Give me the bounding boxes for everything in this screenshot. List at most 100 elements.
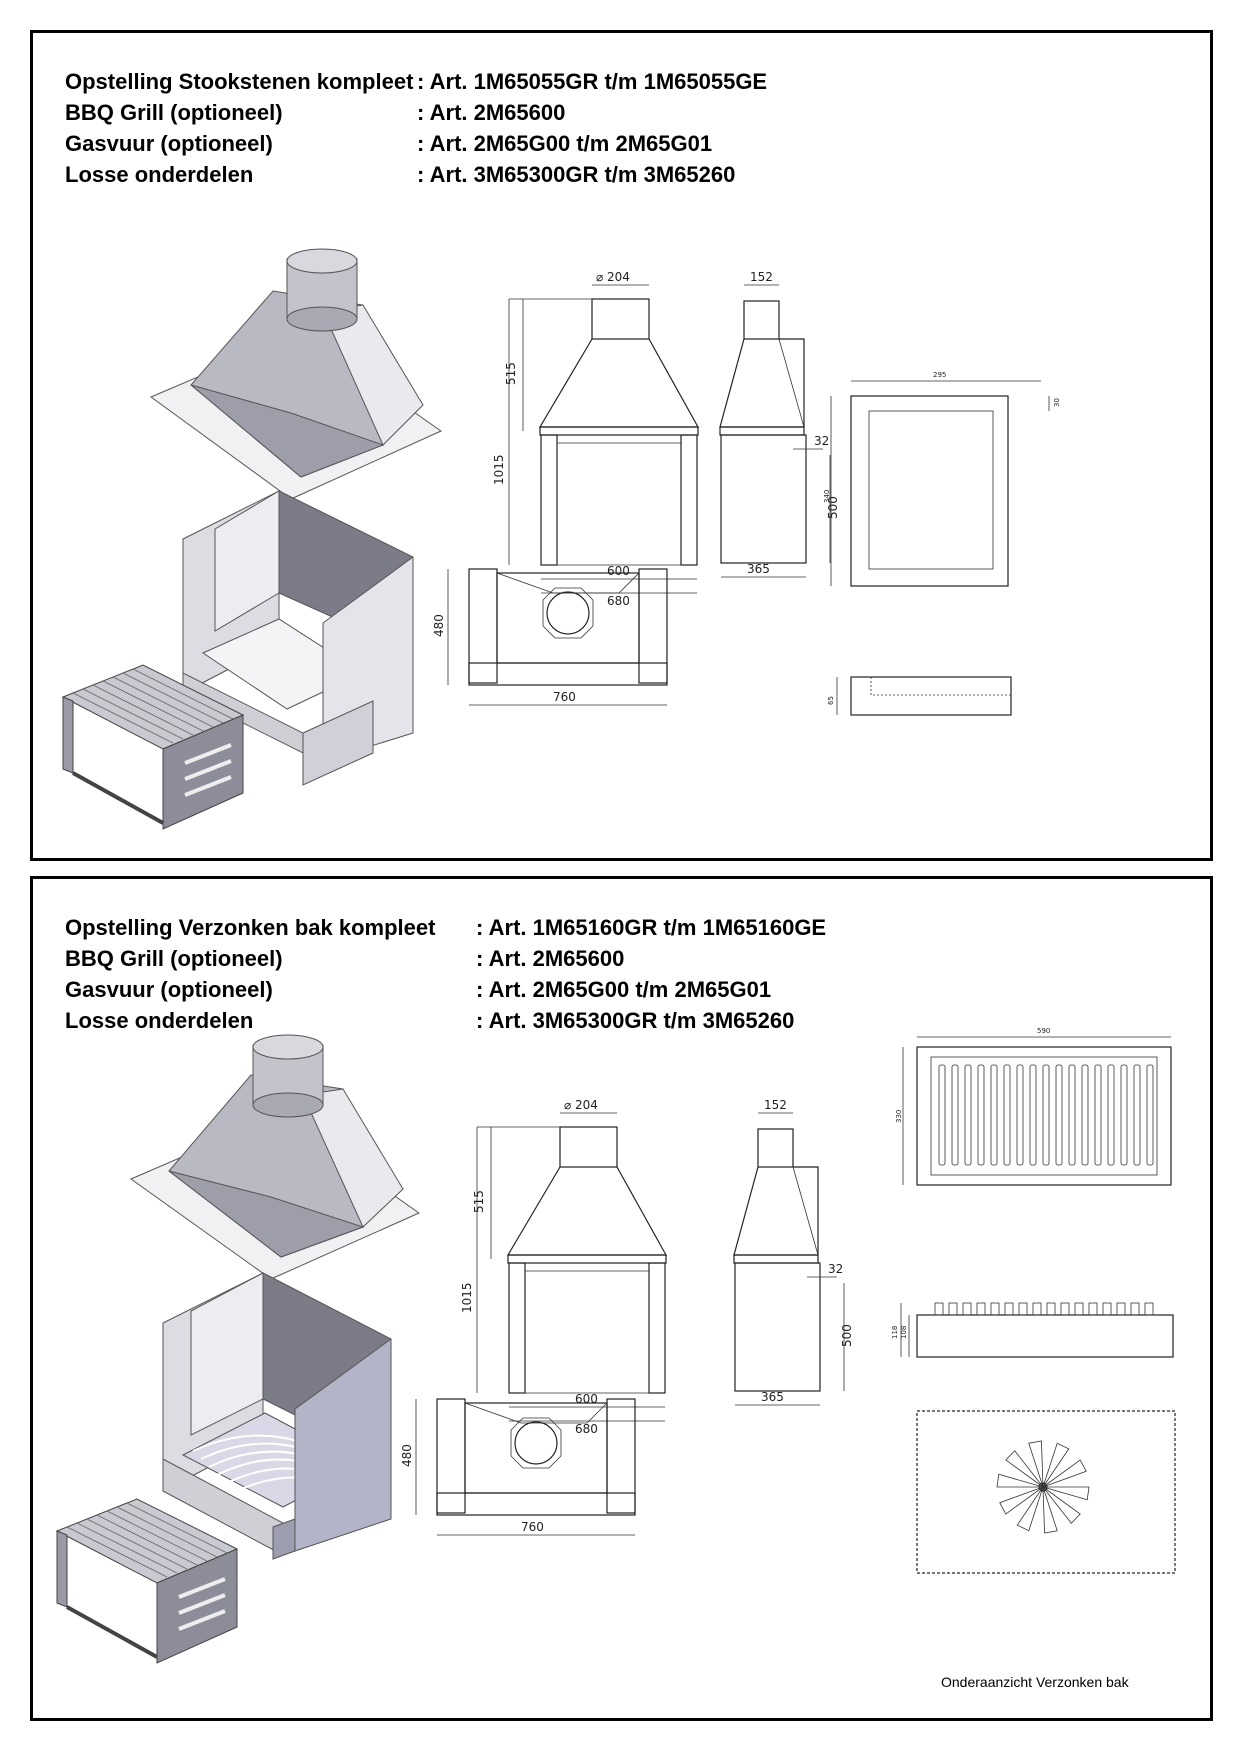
dim-outer-width: 680 xyxy=(607,594,630,608)
spec-row: Opstelling Stookstenen kompleet: Art. 1M… xyxy=(65,66,767,97)
spec-value: : Art. 2M65600 xyxy=(476,946,625,971)
dim-side-gap: 32 xyxy=(828,1262,843,1276)
spec-row: Losse onderdelen : Art. 3M65300GR t/m 3M6… xyxy=(65,159,767,190)
dim-grate-h2: 108 xyxy=(900,1326,908,1339)
dim-side-gap: 32 xyxy=(814,434,829,448)
grate-tooth xyxy=(962,1302,972,1316)
dim-outer-width: 680 xyxy=(575,1422,598,1436)
grate-tooth xyxy=(1144,1302,1154,1316)
vent-blade xyxy=(1042,1486,1090,1501)
spec-label: BBQ Grill (optioneel) xyxy=(65,100,283,125)
dim-base-width: 760 xyxy=(521,1520,544,1534)
dim-base-width: 760 xyxy=(553,690,576,704)
base-top-view-drawing xyxy=(415,1398,636,1536)
dim-tray-width: 295 xyxy=(933,371,946,379)
spec-value: : Art. 2M65G00 t/m 2M65G01 xyxy=(476,977,772,1002)
spec-label: Losse onderdelen xyxy=(65,162,254,187)
dim-base-depth: 480 xyxy=(400,1444,414,1467)
grate-tooth xyxy=(1032,1302,1042,1316)
dim-side-height: 500 xyxy=(840,1324,854,1347)
spec-row: BBQ Grill (optioneel) : Art. 2M65600 xyxy=(65,97,767,128)
panel-verzonken-bak: Opstelling Verzonken bak kompleet : Art. … xyxy=(30,876,1213,1721)
tray-side-view-drawing xyxy=(836,676,1012,716)
grate-tooth xyxy=(1102,1302,1112,1316)
tray-top-view-drawing xyxy=(830,380,1050,587)
grate-slot xyxy=(1055,1064,1063,1166)
front-view-drawing xyxy=(476,1112,668,1422)
spec-row: Gasvuur (optioneel): Art. 2M65G00 t/m 2M… xyxy=(65,974,826,1005)
bbq-grill-iso-illustration xyxy=(55,1498,239,1664)
grate-top-view-drawing xyxy=(902,1036,1172,1186)
spec-row: Gasvuur (optioneel) : Art. 2M65G00 t/m 2M… xyxy=(65,128,767,159)
grate-tooth xyxy=(976,1302,986,1316)
side-view-drawing xyxy=(719,284,831,578)
grate-slot xyxy=(977,1064,985,1166)
grate-slot xyxy=(1016,1064,1024,1166)
grate-slot xyxy=(1003,1064,1011,1166)
grate-slot xyxy=(1068,1064,1076,1166)
vent-blade xyxy=(1042,1442,1070,1488)
spec-label: Losse onderdelen xyxy=(65,1008,254,1033)
dim-total-height: 1015 xyxy=(460,1282,474,1313)
vent-blade xyxy=(1042,1486,1081,1524)
grate-tooth xyxy=(948,1302,958,1316)
firebox-iso-illustration xyxy=(182,490,414,786)
dim-tray-edge: 30 xyxy=(1053,398,1061,407)
grate-slot xyxy=(1042,1064,1050,1166)
spec-label: Opstelling Verzonken bak kompleet xyxy=(65,915,436,940)
vent-blade xyxy=(1016,1486,1044,1532)
spec-label: Gasvuur (optioneel) xyxy=(65,131,273,156)
dim-grate-h1: 118 xyxy=(891,1326,899,1339)
spec-value: : Art. 1M65160GR t/m 1M65160GE xyxy=(476,915,827,940)
spec-value: : Art. 2M65G00 t/m 2M65G01 xyxy=(417,131,713,156)
bottom-view-drawing xyxy=(916,1410,1176,1574)
dim-flue-diameter: ⌀ 204 xyxy=(596,270,630,284)
vent-blade xyxy=(1042,1486,1058,1534)
dim-hood-height: 515 xyxy=(472,1190,486,1213)
vent-blade xyxy=(1042,1459,1087,1488)
spec-value: : Art. 3M65300GR t/m 3M65260 xyxy=(417,162,736,187)
grate-tooth xyxy=(1018,1302,1028,1316)
spec-row: Opstelling Verzonken bak kompleet : Art. … xyxy=(65,912,826,943)
grate-tooth xyxy=(990,1302,1000,1316)
panel-stookstenen: Opstelling Stookstenen kompleet: Art. 1M… xyxy=(30,30,1213,861)
dim-side-depth: 365 xyxy=(747,562,770,576)
dim-hood-height: 515 xyxy=(504,362,518,385)
vent-blade xyxy=(999,1486,1044,1515)
grate-slot xyxy=(938,1064,946,1166)
dim-grate-width: 590 xyxy=(1037,1027,1050,1035)
technical-drawing: ⌀ 204 515 1015 600 680 152 32 500 365 xyxy=(55,1027,1176,1664)
grate-tooth xyxy=(1004,1302,1014,1316)
spec-row: Losse onderdelen : Art. 3M65300GR t/m 3M6… xyxy=(65,1005,826,1036)
dim-inner-width: 600 xyxy=(607,564,630,578)
spec-value: : Art. 1M65055GR t/m 1M65055GE xyxy=(417,69,768,94)
grate-slot xyxy=(964,1064,972,1166)
grate-side-view-drawing xyxy=(900,1302,1174,1358)
vent-blade xyxy=(1005,1450,1044,1488)
spec-value: : Art. 3M65300GR t/m 3M65260 xyxy=(476,1008,795,1033)
grate-slot xyxy=(1029,1064,1037,1166)
grate-slot xyxy=(1120,1064,1128,1166)
bbq-grill-iso-illustration xyxy=(61,664,245,830)
grate-slot xyxy=(1094,1064,1102,1166)
spec-label: BBQ Grill (optioneel) xyxy=(65,946,283,971)
spec-list: Opstelling Verzonken bak kompleet : Art. … xyxy=(65,912,826,1036)
grate-slot xyxy=(1107,1064,1115,1166)
grate-tooth xyxy=(1046,1302,1056,1316)
grate-tooth xyxy=(1130,1302,1140,1316)
hood-iso-illustration xyxy=(129,1034,421,1280)
spec-value: : Art. 2M65600 xyxy=(417,100,566,125)
front-view-drawing xyxy=(508,284,700,594)
dim-base-depth: 480 xyxy=(432,614,446,637)
grate-slot xyxy=(951,1064,959,1166)
vent-blade xyxy=(1028,1440,1044,1488)
dim-flue-diameter: ⌀ 204 xyxy=(564,1098,598,1112)
spec-list: Opstelling Stookstenen kompleet: Art. 1M… xyxy=(65,66,767,190)
spec-label: Opstelling Stookstenen kompleet xyxy=(65,69,414,94)
technical-drawing: ⌀ 204 515 1015 600 680 152 32 500 365 xyxy=(61,248,1061,830)
grate-slot xyxy=(990,1064,998,1166)
side-view-drawing xyxy=(733,1112,845,1406)
hood-iso-illustration xyxy=(149,248,443,500)
dim-flue-depth: 152 xyxy=(750,270,773,284)
grate-slot xyxy=(1146,1064,1154,1166)
